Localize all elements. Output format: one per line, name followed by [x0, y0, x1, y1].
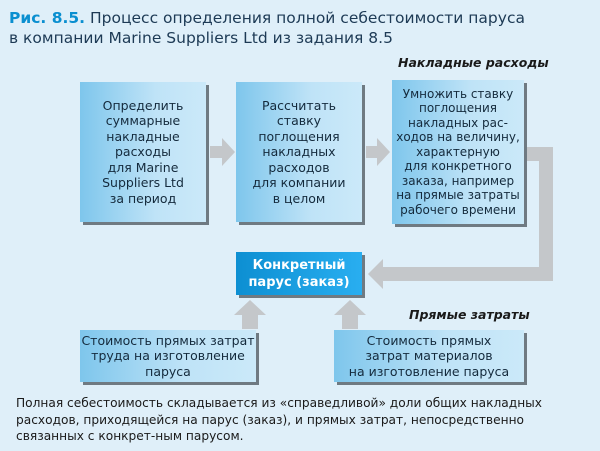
figure-title: Рис. 8.5. Процесс определения полной себ… — [9, 8, 594, 48]
box-step2-line: ставку — [276, 113, 322, 129]
box-step1-line: накладные — [106, 128, 180, 144]
figure-title-line2: в компании Marine Suppliers Ltd из задан… — [9, 29, 393, 47]
box-direct-labor-line: труда на изготовление — [91, 348, 245, 364]
box-step3-line: рабочего времени — [400, 202, 516, 217]
figure-number: Рис. 8.5. — [9, 9, 86, 27]
box-specific-sail-text: Конкретный парус (заказ) — [236, 257, 362, 291]
box-step1-line: Suppliers Ltd — [102, 175, 184, 191]
figure-title-line1: Процесс определения полной себестоимости… — [89, 9, 525, 27]
arrow-step3-center — [368, 147, 553, 289]
box-direct-materials-line: на изготовление паруса — [348, 363, 510, 379]
box-step2: Рассчитать ставку поглощения накладных р… — [236, 82, 362, 222]
box-direct-labor-text: Стоимость прямых затрат труда на изготов… — [81, 333, 254, 380]
box-step3-line: поглощения — [418, 101, 498, 116]
box-step3-line: ходов на величину, — [396, 130, 520, 145]
box-direct-materials-line: затрат материалов — [365, 348, 493, 364]
box-direct-materials-line: Стоимость прямых — [366, 332, 492, 348]
box-step2-line: расходов — [268, 159, 330, 175]
box-step1: Определить суммарные накладные расходы д… — [80, 82, 206, 222]
box-step2-line: поглощения — [258, 128, 340, 144]
box-step2-line: накладных — [262, 144, 336, 160]
box-step3: Умножить ставку поглощения накладных рас… — [392, 80, 524, 224]
arrow-labor-center — [234, 300, 266, 329]
box-step3-line: характерную — [416, 144, 500, 159]
box-step2-text: Рассчитать ставку поглощения накладных р… — [252, 98, 345, 207]
box-step3-text: Умножить ставку поглощения накладных рас… — [396, 87, 520, 218]
box-step3-line: накладных рас- — [408, 115, 508, 130]
box-step1-line: суммарные — [105, 113, 181, 129]
box-direct-materials-text: Стоимость прямых затрат материалов на из… — [349, 333, 509, 380]
arrow-step1-step2 — [210, 138, 235, 166]
box-step1-line: Определить — [102, 97, 184, 113]
box-step1-line: для Marine — [107, 159, 179, 175]
box-specific-sail-line: Конкретный — [252, 257, 346, 273]
box-step3-line: Умножить ставку — [402, 86, 514, 101]
arrow-step2-step3 — [366, 138, 390, 166]
box-step2-line: в целом — [272, 190, 326, 206]
box-direct-materials: Стоимость прямых затрат материалов на из… — [334, 330, 524, 382]
box-step1-text: Определить суммарные накладные расходы д… — [102, 98, 184, 207]
arrow-materials-center — [334, 300, 366, 329]
box-direct-labor-line: паруса — [145, 363, 191, 379]
overhead-label: Накладные расходы — [398, 55, 549, 70]
box-step3-line: на прямые затраты — [396, 188, 520, 203]
box-step2-line: Рассчитать — [261, 97, 337, 113]
box-specific-sail-line: парус (заказ) — [248, 274, 350, 290]
figure-caption: Полная себестоимость складывается из «сп… — [16, 396, 543, 443]
box-step1-line: за период — [109, 190, 177, 206]
box-step3-line: для конкретного — [404, 159, 512, 174]
box-step2-line: для компании — [252, 175, 346, 191]
box-direct-labor: Стоимость прямых затрат труда на изготов… — [80, 330, 256, 382]
box-specific-sail: Конкретный парус (заказ) — [236, 252, 362, 295]
box-step1-line: расходы — [114, 144, 171, 160]
box-step3-line: заказа, например — [401, 173, 515, 188]
direct-costs-label: Прямые затраты — [409, 307, 530, 322]
box-direct-labor-line: Стоимость прямых затрат — [81, 332, 255, 348]
